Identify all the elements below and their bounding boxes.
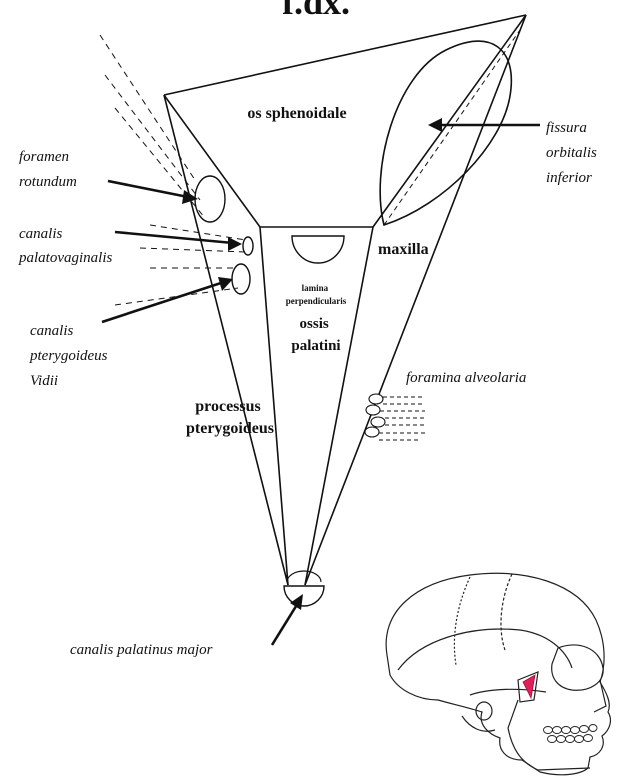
- skull-lateral-thumbnail: [386, 573, 610, 774]
- label-os-sphenoidale: os sphenoidale: [247, 105, 346, 122]
- skull-fossa-highlight: [523, 675, 535, 698]
- label-fissura-orbitalis-inferior: fissura orbitalis inferior: [546, 120, 601, 186]
- foramina-alveolaria-tubes: [365, 394, 425, 440]
- label-canalis-pterygoideus-vidii: canalis pterygoideus Vidii: [29, 323, 111, 389]
- lamina-semicircle: [292, 236, 344, 263]
- label-foramina-alveolaria: foramina alveolaria: [406, 370, 526, 386]
- label-canalis-palatinus-major: canalis palatinus major: [70, 642, 213, 658]
- label-maxilla: maxilla: [378, 241, 429, 258]
- label-processus-pterygoideus: processus pterygoideus: [186, 398, 274, 437]
- canalis-pterygoideus-shape: [232, 264, 250, 294]
- fissura-orbitalis-shape: [380, 30, 520, 225]
- label-foramen-rotundum: foramen rotundum: [19, 149, 77, 190]
- label-canalis-palatovaginalis: canalis palatovaginalis: [18, 226, 112, 266]
- label-ossis-palatini: ossis palatini: [291, 316, 340, 354]
- label-lamina-perpendicularis: lamina perpendicularis: [286, 283, 347, 306]
- dashed-projection-lines: [100, 35, 246, 305]
- diagram-title: f.dx.: [282, 0, 350, 22]
